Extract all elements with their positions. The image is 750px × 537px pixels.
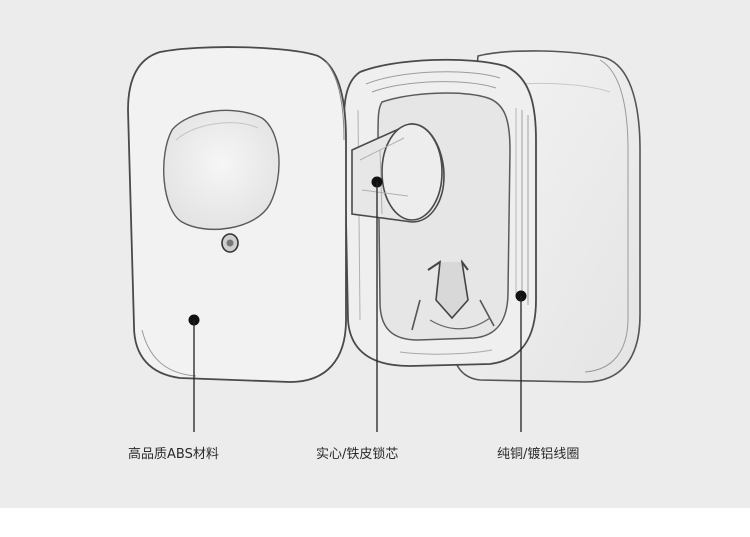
label-lock-core: 实心/铁皮锁芯 — [316, 447, 399, 462]
coil-ring — [343, 58, 537, 367]
callout-core — [371, 176, 383, 432]
front-cover — [127, 46, 347, 383]
callout-shell — [188, 314, 200, 432]
label-abs-shell: 高品质ABS材料 — [128, 447, 219, 462]
callout-coil — [515, 290, 527, 432]
security-tag-exploded-diagram — [127, 46, 641, 432]
label-coil: 纯铜/镀铝线圈 — [497, 447, 580, 462]
lock-core — [351, 123, 445, 223]
